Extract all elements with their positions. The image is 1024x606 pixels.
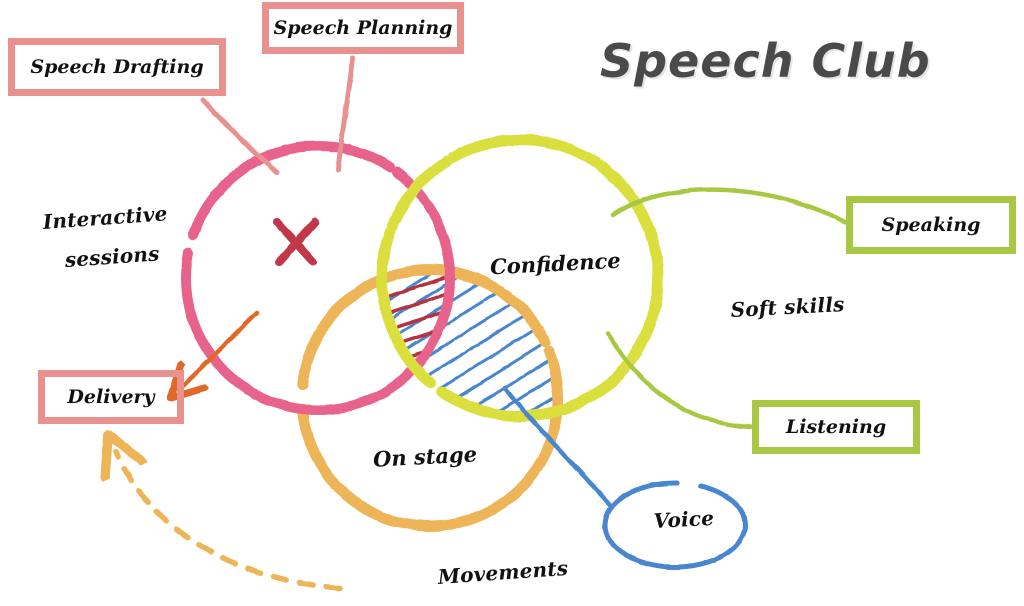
speech-circle-pink	[181, 141, 455, 415]
listening-box[interactable]: Listening	[752, 400, 920, 454]
delivery-label: Delivery	[67, 386, 155, 408]
voice-bubble	[602, 480, 748, 570]
confidence-circle	[376, 134, 664, 422]
cross-marker	[273, 218, 319, 266]
delivery-arrow	[182, 310, 260, 387]
speaking-label: Speaking	[881, 214, 981, 236]
delivery-box[interactable]: Delivery	[38, 370, 184, 424]
listening-label: Listening	[785, 416, 887, 438]
listening-connector	[605, 331, 753, 430]
planning-connector	[335, 55, 356, 173]
delivery-return-arrow	[116, 452, 343, 591]
speech-planning-label: Speech Planning	[273, 17, 453, 39]
drafting-connector	[200, 97, 280, 175]
speech-planning-box[interactable]: Speech Planning	[262, 2, 464, 54]
on-stage-circle	[296, 264, 564, 532]
page-title: Speech Club	[600, 34, 931, 88]
speaking-box[interactable]: Speaking	[846, 196, 1016, 254]
voice-connector	[502, 385, 613, 508]
speech-drafting-label: Speech Drafting	[30, 56, 204, 78]
speaking-connector	[610, 187, 848, 225]
speech-drafting-box[interactable]: Speech Drafting	[8, 38, 226, 96]
